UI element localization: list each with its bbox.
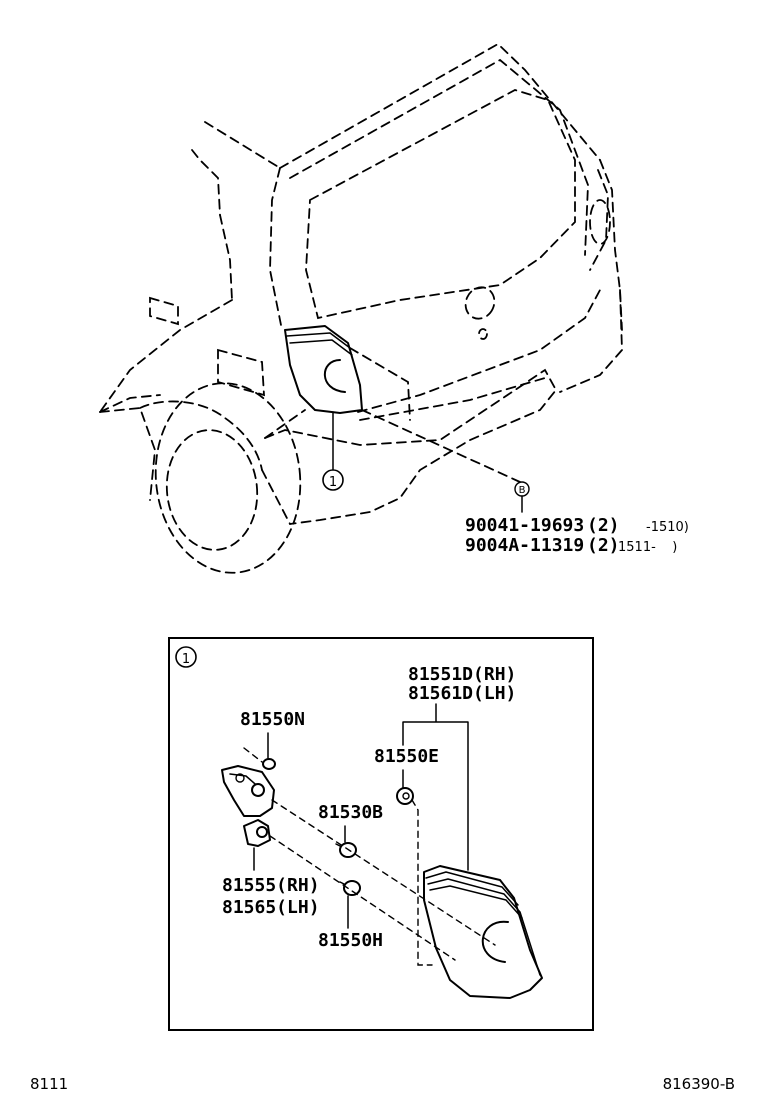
lamp-rh-part-number: 81551D(RH)	[408, 664, 516, 685]
lamp-leader	[402, 703, 469, 871]
callout-1-detail: 1	[175, 646, 197, 668]
socket-lower-icon	[243, 819, 271, 847]
footer-right-code: 816390-B	[663, 1075, 735, 1093]
detail-box	[168, 637, 594, 1031]
bulb-b-part-number: 81530B	[318, 802, 383, 823]
bulb-h-icon	[339, 880, 361, 896]
callout-1-overview: 1	[322, 469, 344, 491]
fastener-range-1: -1510)	[646, 520, 689, 535]
socket-lh-part-number: 81565(LH)	[222, 897, 320, 918]
callout-b-label: B	[519, 485, 526, 496]
fastener-range-2: 1511- )	[618, 540, 677, 555]
bulb-n-icon	[262, 758, 276, 770]
footer-left-code: 8111	[30, 1075, 68, 1093]
rear-lamp-lens-icon	[423, 865, 543, 999]
vehicle-overview	[99, 42, 623, 574]
fastener-qty-2: (2)	[587, 535, 620, 556]
callout-b: B	[514, 481, 530, 513]
lamp-lh-part-number: 81561D(LH)	[408, 683, 516, 704]
bulb-n-part-number: 81550N	[240, 709, 305, 730]
fastener-part-list: 90041-19693 (2) -1510) 9004A-11319 (2) 1…	[465, 515, 689, 556]
fastener-part-number-2: 9004A-11319	[465, 535, 584, 556]
fastener-part-number-1: 90041-19693	[465, 515, 584, 536]
socket-rh-part-number: 81555(RH)	[222, 875, 320, 896]
fastener-qty-1: (2)	[587, 515, 620, 536]
bulb-b-icon	[335, 842, 357, 858]
bulb-e-part-number: 81550E	[374, 746, 439, 767]
bulb-h-part-number: 81550H	[318, 930, 383, 951]
callout-1-detail-label: 1	[182, 652, 190, 667]
bulb-e-icon	[396, 787, 414, 805]
callout-1-label: 1	[329, 475, 337, 490]
socket-upper-icon	[221, 765, 275, 817]
